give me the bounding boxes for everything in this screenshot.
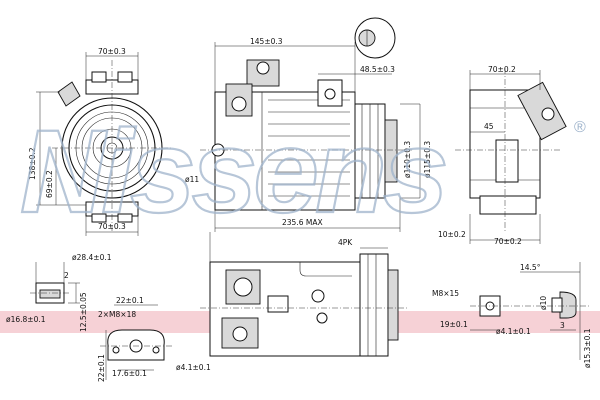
dim-port-a-height: 12.5±0.05: [79, 292, 88, 332]
dim-port-a-step: 2: [64, 271, 69, 280]
dim-rear-bottom-width: 70±0.2: [494, 237, 522, 246]
rear-view: [455, 68, 567, 244]
port-a-detail: [30, 262, 80, 304]
dim-rear-top-width: 70±0.2: [488, 65, 516, 74]
dim-fitting-hole: ø4.1±0.1: [496, 327, 531, 336]
dim-rear-offset: 45: [484, 122, 494, 131]
dim-fitting-step: 3: [560, 321, 565, 330]
top-view: [200, 232, 408, 357]
dim-fitting-angle: 14.5°: [520, 263, 541, 272]
dim-port-b-pitch: 17.6±0.1: [112, 369, 147, 378]
dim-fitting-dia: ø10: [539, 296, 548, 310]
dim-port-a-dia: ø28.4±0.1: [72, 253, 112, 262]
dim-front-height: 138±0.2: [28, 147, 37, 180]
side-view: [200, 42, 421, 232]
dim-port-b-hole: ø4.1±0.1: [176, 363, 211, 372]
brand-watermark: Nissens: [20, 106, 445, 238]
dim-rear-side: 10±0.2: [438, 230, 466, 239]
dim-port-a-bore: ø16.8±0.1: [6, 315, 46, 324]
dim-fitting-bore: ø15.3±0.1: [583, 328, 592, 368]
front-view: [36, 52, 172, 236]
dim-side-offset: 48.5±0.3: [360, 65, 395, 74]
dim-overall-max: 235.6 MAX: [282, 218, 323, 227]
dim-side-bore: ø11: [185, 175, 199, 184]
dim-front-top-width: 70±0.3: [98, 47, 126, 56]
dim-pulley-inner: ø110±0.3: [403, 141, 412, 178]
dim-side-top-length: 145±0.3: [250, 37, 283, 46]
port-b-detail: [100, 304, 172, 380]
dim-front-bottom-width: 70±0.3: [98, 222, 126, 231]
dim-port-b-thread: 2×M8×18: [98, 310, 136, 319]
dim-pulley-outer: ø115±0.3: [423, 141, 432, 178]
dim-fitting-pitch: 19±0.1: [440, 320, 468, 329]
port-detail-pictogram: [354, 17, 396, 59]
dim-port-b-height: 22±0.1: [97, 354, 106, 382]
dim-front-center-height: 69±0.2: [45, 170, 54, 198]
dim-port-b-width: 22±0.1: [116, 296, 144, 305]
fitting-detail: [470, 262, 590, 360]
label-belt: 4PK: [338, 238, 353, 247]
registered-mark: ®: [574, 119, 586, 136]
dim-fitting-thread: M8×15: [432, 289, 459, 298]
